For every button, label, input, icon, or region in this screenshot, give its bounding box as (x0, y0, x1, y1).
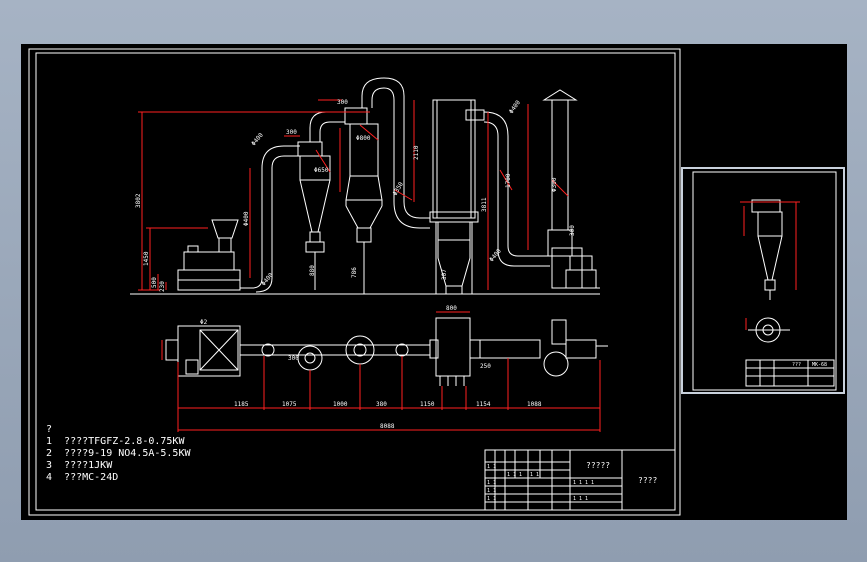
dim-plan-top-width: 800 (446, 305, 457, 312)
dim-plan-d5: 1150 (420, 401, 435, 408)
title-block-title: ????? (586, 461, 610, 470)
dim-bag-height: 3811 (481, 197, 488, 212)
note-item-1: 1 ????TFGFZ-2.8-0.75KW (46, 436, 185, 447)
detail-cyclone-view (745, 199, 835, 387)
dim-left-h1: 1450 (143, 251, 150, 266)
baghouse-body (432, 99, 476, 219)
plan-view (165, 317, 608, 386)
detail-label-a: ??? (792, 362, 801, 368)
arch-duct (361, 77, 405, 202)
dim-plan-d6: 1154 (476, 401, 491, 408)
dim-plan-d3: 1000 (333, 401, 348, 408)
dim-cyclone-dia: Φ650 (314, 167, 329, 174)
dim-plan-tag: Φ2 (200, 319, 208, 326)
equipment-notes: ? 1 ????TFGFZ-2.8-0.75KW 2 ????9-19 NO4.… (46, 424, 191, 484)
title-block (484, 449, 676, 511)
plan-fan (543, 351, 569, 377)
dim-plan-d1: 1185 (234, 401, 249, 408)
dim-cyclone-2-dia: Φ800 (356, 135, 371, 142)
note-item-2: 2 ????9-19 NO4.5A-5.5KW (46, 448, 191, 459)
elevation-dimensions (138, 99, 569, 291)
title-block-cell-1: 1 1 (487, 464, 496, 470)
plan-stack (551, 319, 567, 345)
dim-overall-height: 3802 (135, 193, 142, 208)
dim-plan-d2: 1075 (282, 401, 297, 408)
dim-pipe-len-2: 300 (337, 99, 348, 106)
dim-bag-width: 1700 (505, 173, 512, 188)
note-item-3: 3 ????1JKW (46, 460, 113, 471)
dim-stack-dia: Φ300 (551, 177, 558, 192)
cyclone-1-body (299, 155, 331, 181)
dim-pipe-len-1: 300 (286, 129, 297, 136)
dim-left-h3: 230 (159, 281, 166, 292)
note-item-4: 4 ???MC-24D (46, 472, 119, 483)
dim-small-1: 880 (309, 265, 316, 276)
detail-sheet-frame (692, 171, 837, 391)
dim-plan-d4: 380 (376, 401, 387, 408)
title-block-cell-2: 1 1 (487, 480, 496, 486)
main-sheet-inner-frame (35, 52, 676, 511)
title-block-company: ???? (638, 476, 657, 485)
plan-fan-duct (479, 339, 541, 359)
title-block-cell-3: 1 1 (487, 488, 496, 494)
dim-plan-small-a: 300 (288, 355, 299, 362)
elevation-view (130, 77, 600, 295)
dim-left-h2: 500 (151, 277, 158, 288)
fan-duct (483, 111, 550, 267)
plan-dimension-labels: 800 1185 1075 1000 380 1150 1154 1088 80… (200, 305, 542, 430)
detail-text: ??? MK-68 (792, 362, 827, 368)
title-block-cell-6: 1 1 1 (507, 472, 522, 478)
title-block-text: ????? ???? 1 1 1 1 1 1 1 1 1 1 1 1 1 1 1… (487, 461, 657, 502)
dim-duct-label: 2110 (413, 145, 420, 160)
title-block-cell-5: 1 1 (530, 472, 539, 478)
dim-left-pipe: Φ400 (243, 211, 250, 226)
dim-small-3: 307 (441, 269, 448, 280)
title-block-cell-8: 1 1 1 (573, 496, 588, 502)
notes-heading: ? (46, 424, 53, 435)
feed-hopper (211, 219, 239, 239)
title-block-cell-4: 1 1 (487, 496, 496, 502)
title-block-cell-7: 1 1 1 1 (573, 480, 594, 486)
detail-viewport-border (681, 167, 845, 394)
riser-pipe (261, 168, 273, 278)
cyclone-2-body (349, 123, 379, 177)
dim-plan-d7: 1088 (527, 401, 542, 408)
main-sheet-outer-frame (28, 48, 681, 516)
detail-label-b: MK-68 (812, 362, 827, 368)
dim-plan-small-b: 250 (480, 363, 491, 370)
dim-small-2: 786 (351, 267, 358, 278)
detail-dimensions (740, 201, 800, 330)
dim-small-4: 300 (569, 225, 576, 236)
dim-plan-total: 8088 (380, 423, 395, 430)
plan-dimensions (161, 311, 601, 432)
